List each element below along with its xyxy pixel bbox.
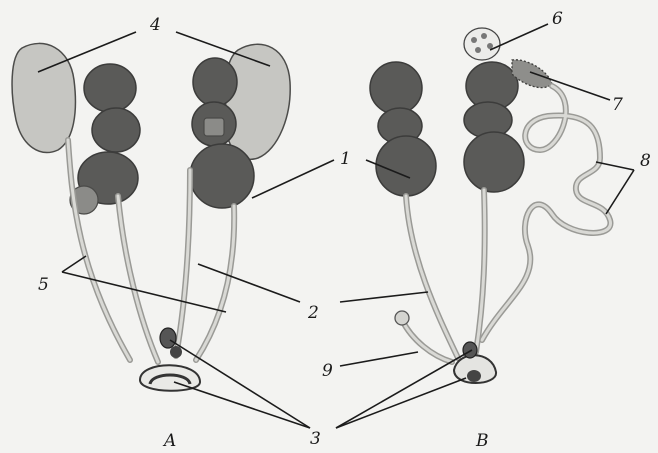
spotted-cap [464, 28, 500, 60]
label-2: 2 [307, 303, 319, 323]
figure-b [370, 28, 610, 383]
figure-a [12, 43, 290, 390]
label-8: 8 [640, 151, 651, 171]
lobed-organ-right-b [464, 62, 524, 192]
label-9: 9 [322, 361, 333, 381]
label-3: 3 [310, 429, 321, 449]
lobed-organ-left-a [70, 64, 140, 214]
base-structure-b [454, 342, 496, 383]
label-4: 4 [149, 15, 161, 35]
figure-captions: A B [162, 431, 489, 451]
caption-b: B [475, 431, 489, 451]
ducts-b [395, 190, 485, 362]
label-5: 5 [38, 275, 49, 295]
label-1: 1 [340, 149, 351, 169]
caption-a: A [162, 431, 176, 451]
label-7: 7 [612, 95, 623, 115]
label-6: 6 [552, 9, 563, 29]
